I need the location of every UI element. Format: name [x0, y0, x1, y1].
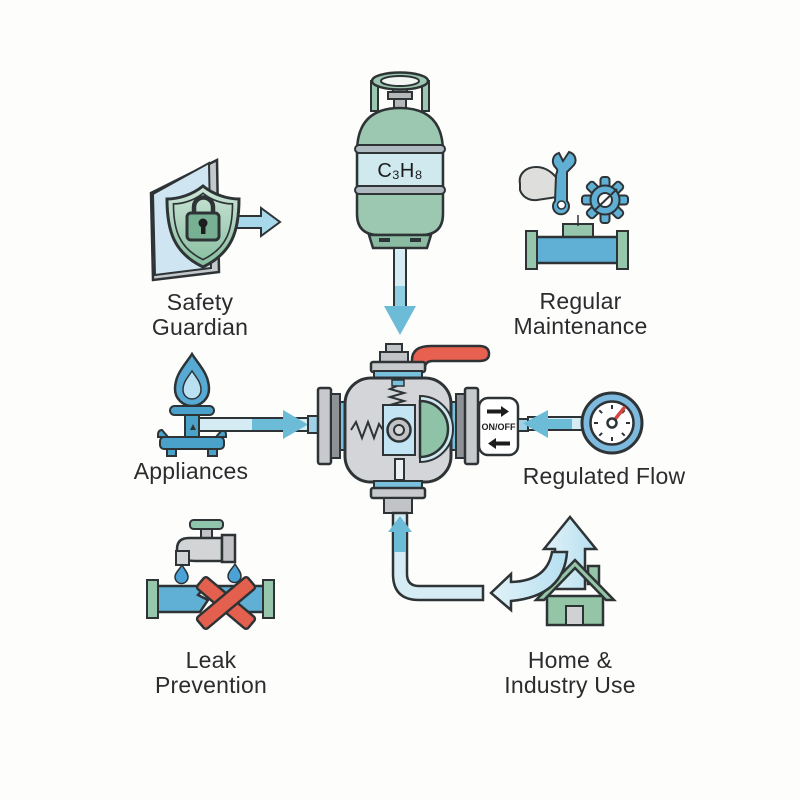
label-safety-line1: Safety: [166, 289, 234, 315]
label-home-line1: Home &: [527, 647, 613, 673]
flow-arrow-gauge-to-valve: [523, 410, 572, 438]
flow-arrow-up: [388, 516, 412, 552]
leak-prevention-icon: [146, 519, 275, 630]
red-x-icon: [195, 576, 257, 630]
diaphragm: [418, 399, 450, 459]
label-leak-line1: Leak: [185, 647, 237, 673]
tank-base: [367, 233, 433, 250]
label-regulated-flow: Regulated Flow: [504, 464, 704, 489]
tank-formula-label: C₃H₈: [377, 160, 422, 182]
water-drop-icon: [174, 563, 189, 585]
home-industry-icon: [489, 515, 617, 627]
label-appliances-line1: Appliances: [133, 458, 249, 484]
wrench-icon: [551, 150, 577, 216]
maintenance-pipe-icon: [525, 223, 629, 270]
outlet-pipe: [388, 511, 485, 602]
gear-icon: [581, 176, 629, 224]
label-leak-line2: Prevention: [155, 672, 267, 698]
pressure-gauge-icon: [580, 391, 644, 455]
on-off-switch: ON/OFF: [477, 396, 520, 457]
regulated-flow-group: [517, 391, 644, 455]
propane-tank-icon: C₃H₈: [354, 71, 446, 250]
roof: [533, 558, 617, 602]
house-icon: [533, 558, 617, 627]
faucet-icon: [175, 519, 237, 566]
label-home-industry: Home & Industry Use: [480, 648, 660, 698]
label-home-line2: Industry Use: [504, 672, 636, 698]
label-leak-prevention: Leak Prevention: [131, 648, 291, 698]
label-safety-guardian: Safety Guardian: [120, 290, 280, 340]
maintenance-icon: [518, 150, 629, 270]
door: [565, 605, 584, 626]
spring-horizontal: [350, 419, 384, 441]
label-maintenance-line2: Maintenance: [513, 313, 648, 339]
label-appliances: Appliances: [111, 459, 271, 484]
label-regulated-flow-line1: Regulated Flow: [522, 463, 686, 489]
water-drop-icon: [227, 562, 242, 584]
shield-lock-icon: [149, 157, 282, 282]
on-off-label: ON/OFF: [482, 422, 516, 432]
flow-arrow-tank-to-valve: [384, 247, 416, 335]
appliances-icon: [157, 351, 312, 457]
branch-arrow-left: [489, 550, 569, 613]
label-maintenance-line1: Regular: [539, 288, 622, 314]
label-safety-line2: Guardian: [151, 314, 249, 340]
padlock-icon: [185, 195, 221, 242]
valve-handle: [410, 344, 491, 370]
flame-icon: [173, 351, 211, 408]
regulator-valve-icon: ON/OFF: [307, 343, 520, 514]
label-regular-maintenance: Regular Maintenance: [498, 289, 663, 339]
flow-arrow-appliances-to-valve: [198, 410, 312, 439]
